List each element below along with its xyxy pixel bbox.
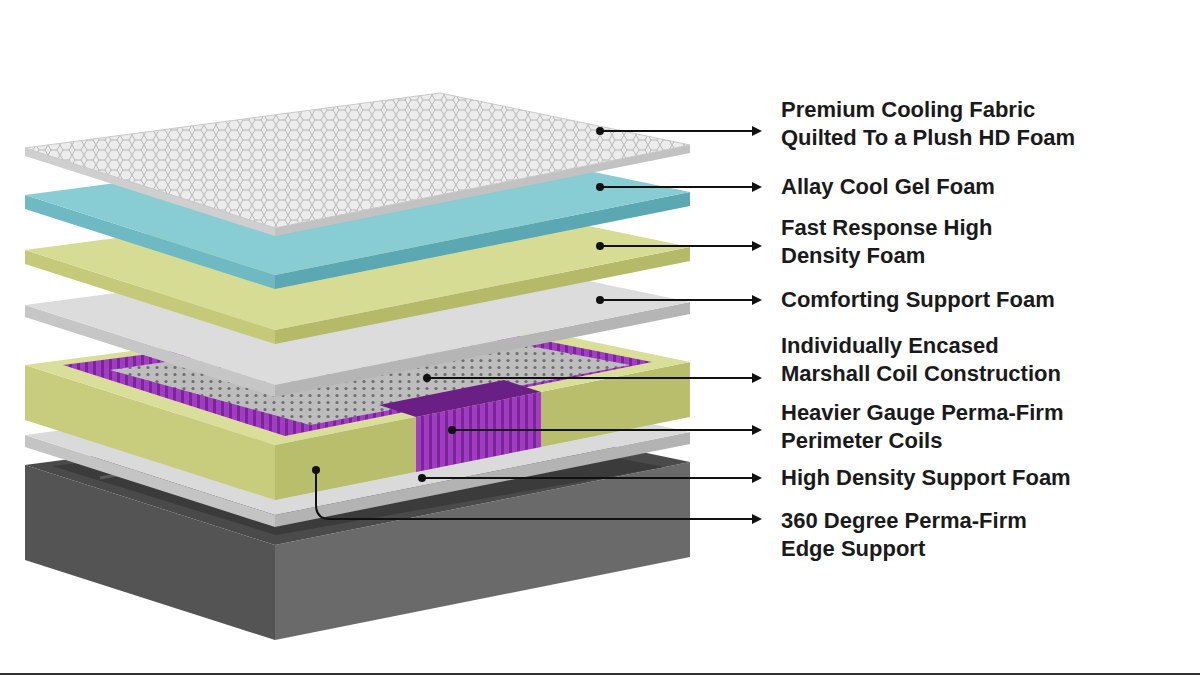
part-label: Heavier Gauge Perma-Firm Perimeter Coils — [781, 399, 1081, 455]
fabric-layer — [25, 93, 690, 236]
part-label: Premium Cooling Fabric Quilted To a Plus… — [781, 96, 1101, 152]
part-label: Fast Response High Density Foam — [781, 214, 1031, 270]
bottom-rule — [0, 673, 1200, 675]
part-label: Individually Encased Marshall Coil Const… — [781, 332, 1081, 388]
leader-dots — [312, 127, 604, 482]
leader-lines — [316, 131, 760, 519]
part-label: 360 Degree Perma-Firm Edge Support — [781, 507, 1081, 563]
part-label: Comforting Support Foam — [781, 286, 1055, 314]
part-label: Allay Cool Gel Foam — [781, 173, 995, 201]
part-label: High Density Support Foam — [781, 464, 1071, 492]
